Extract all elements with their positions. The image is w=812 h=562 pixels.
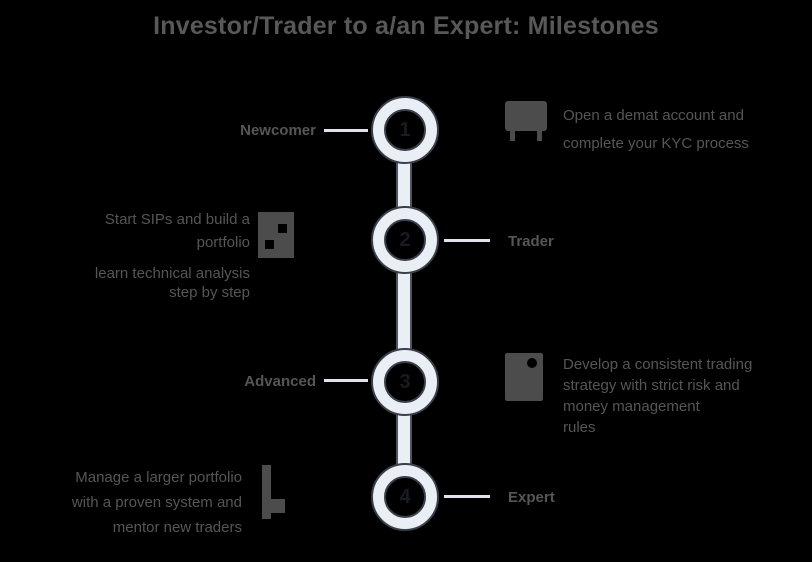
description-line: Open a demat account and (563, 107, 744, 124)
description-line: complete your KYC process (563, 135, 749, 152)
diagram-title: Investor/Trader to a/an Expert: Mileston… (153, 12, 659, 40)
milestone-description-3: Develop a consistent trading strategy wi… (563, 354, 791, 438)
milestone-label-4: Expert (508, 489, 555, 506)
description-line: strategy with strict risk and (563, 377, 740, 394)
milestone-circle-4: 4 (371, 463, 439, 531)
description-line: Develop a consistent trading (563, 356, 753, 373)
description-line: Manage a larger portfolio (75, 469, 242, 486)
label-connector-line (324, 379, 368, 382)
milestone-label-2: Trader (508, 233, 554, 250)
description-line: with a proven system and (71, 494, 242, 511)
description-line: step by step (169, 284, 250, 301)
label-connector-line (444, 239, 490, 242)
milestone-description-2: Start SIPs and build a portfolio learn t… (36, 208, 250, 302)
building-icon (257, 209, 295, 259)
label-connector-line (444, 495, 490, 498)
description-line: learn technical analysis (94, 265, 250, 282)
milestone-circle-center: 2 (384, 219, 426, 261)
milestone-description-1: Open a demat account and complete your K… (563, 102, 788, 158)
milestone-description-4: Manage a larger portfolio with a proven … (28, 465, 242, 540)
milestone-circle-2: 2 (371, 206, 439, 274)
milestone-circle-center: 3 (384, 361, 426, 403)
description-line: rules (563, 419, 596, 436)
document-icon (504, 352, 544, 402)
flag-icon (250, 465, 286, 519)
milestone-circle-3: 3 (371, 348, 439, 416)
description-line: money management (563, 398, 700, 415)
milestone-number: 4 (399, 485, 411, 508)
description-line: portfolio (196, 234, 250, 251)
milestone-number: 1 (399, 118, 411, 141)
timeline-connector (396, 130, 412, 497)
description-line: mentor new traders (112, 519, 242, 536)
milestone-label-1: Newcomer (240, 122, 316, 139)
milestone-circle-1: 1 (371, 96, 439, 164)
label-connector-line (324, 129, 368, 132)
milestone-circle-center: 4 (384, 476, 426, 518)
description-line: Start SIPs and build a (104, 211, 250, 228)
milestone-number: 3 (399, 370, 411, 393)
milestone-number: 2 (399, 228, 411, 251)
storefront-icon (503, 99, 549, 143)
milestone-label-3: Advanced (244, 373, 316, 390)
milestone-circle-center: 1 (384, 109, 426, 151)
